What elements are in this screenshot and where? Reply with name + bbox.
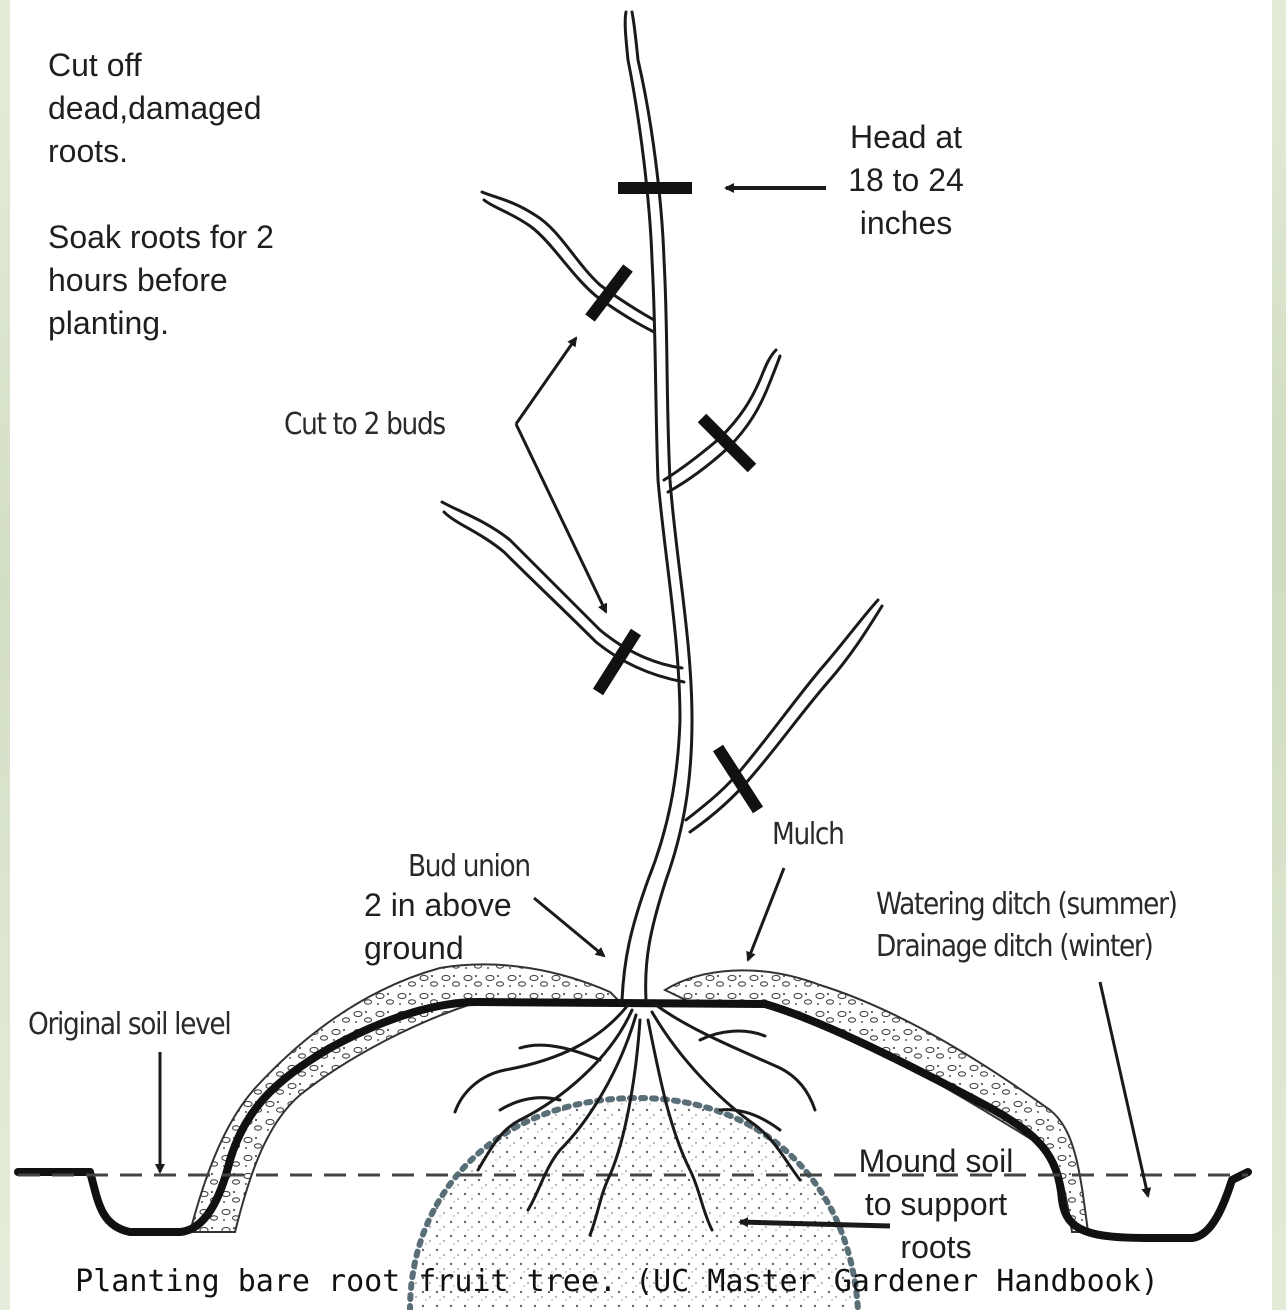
figure-caption: Planting bare root fruit tree. (UC Maste… (0, 1264, 1248, 1299)
label-original-soil-level: Original soil level (28, 1004, 230, 1046)
mulch-arrow (748, 868, 784, 960)
label-ditch: Watering ditch (summer) Drainage ditch (… (876, 884, 1177, 968)
cut-buds-arrow-up (516, 338, 576, 424)
label-head-height: Head at 18 to 24 inches (836, 116, 976, 245)
cut-mark-mid-right (702, 418, 752, 468)
label-mound-soil: Mound soil to support roots (846, 1140, 1026, 1269)
note-cut-roots: Cut off dead,damaged roots. (48, 44, 262, 173)
bud-union-arrow (534, 898, 604, 956)
cut-mark-upper-left (590, 268, 628, 318)
label-cut-to-buds: Cut to 2 buds (284, 404, 445, 446)
note-soak-roots: Soak roots for 2 hours before planting. (48, 216, 274, 345)
label-mulch: Mulch (772, 814, 844, 856)
cut-buds-arrow-down (516, 424, 606, 612)
ditch-arrow (1100, 982, 1148, 1196)
pruning-cut-marks (590, 188, 758, 810)
label-bud-union-height: 2 in above ground (364, 884, 512, 970)
label-bud-union: Bud union (408, 846, 530, 888)
